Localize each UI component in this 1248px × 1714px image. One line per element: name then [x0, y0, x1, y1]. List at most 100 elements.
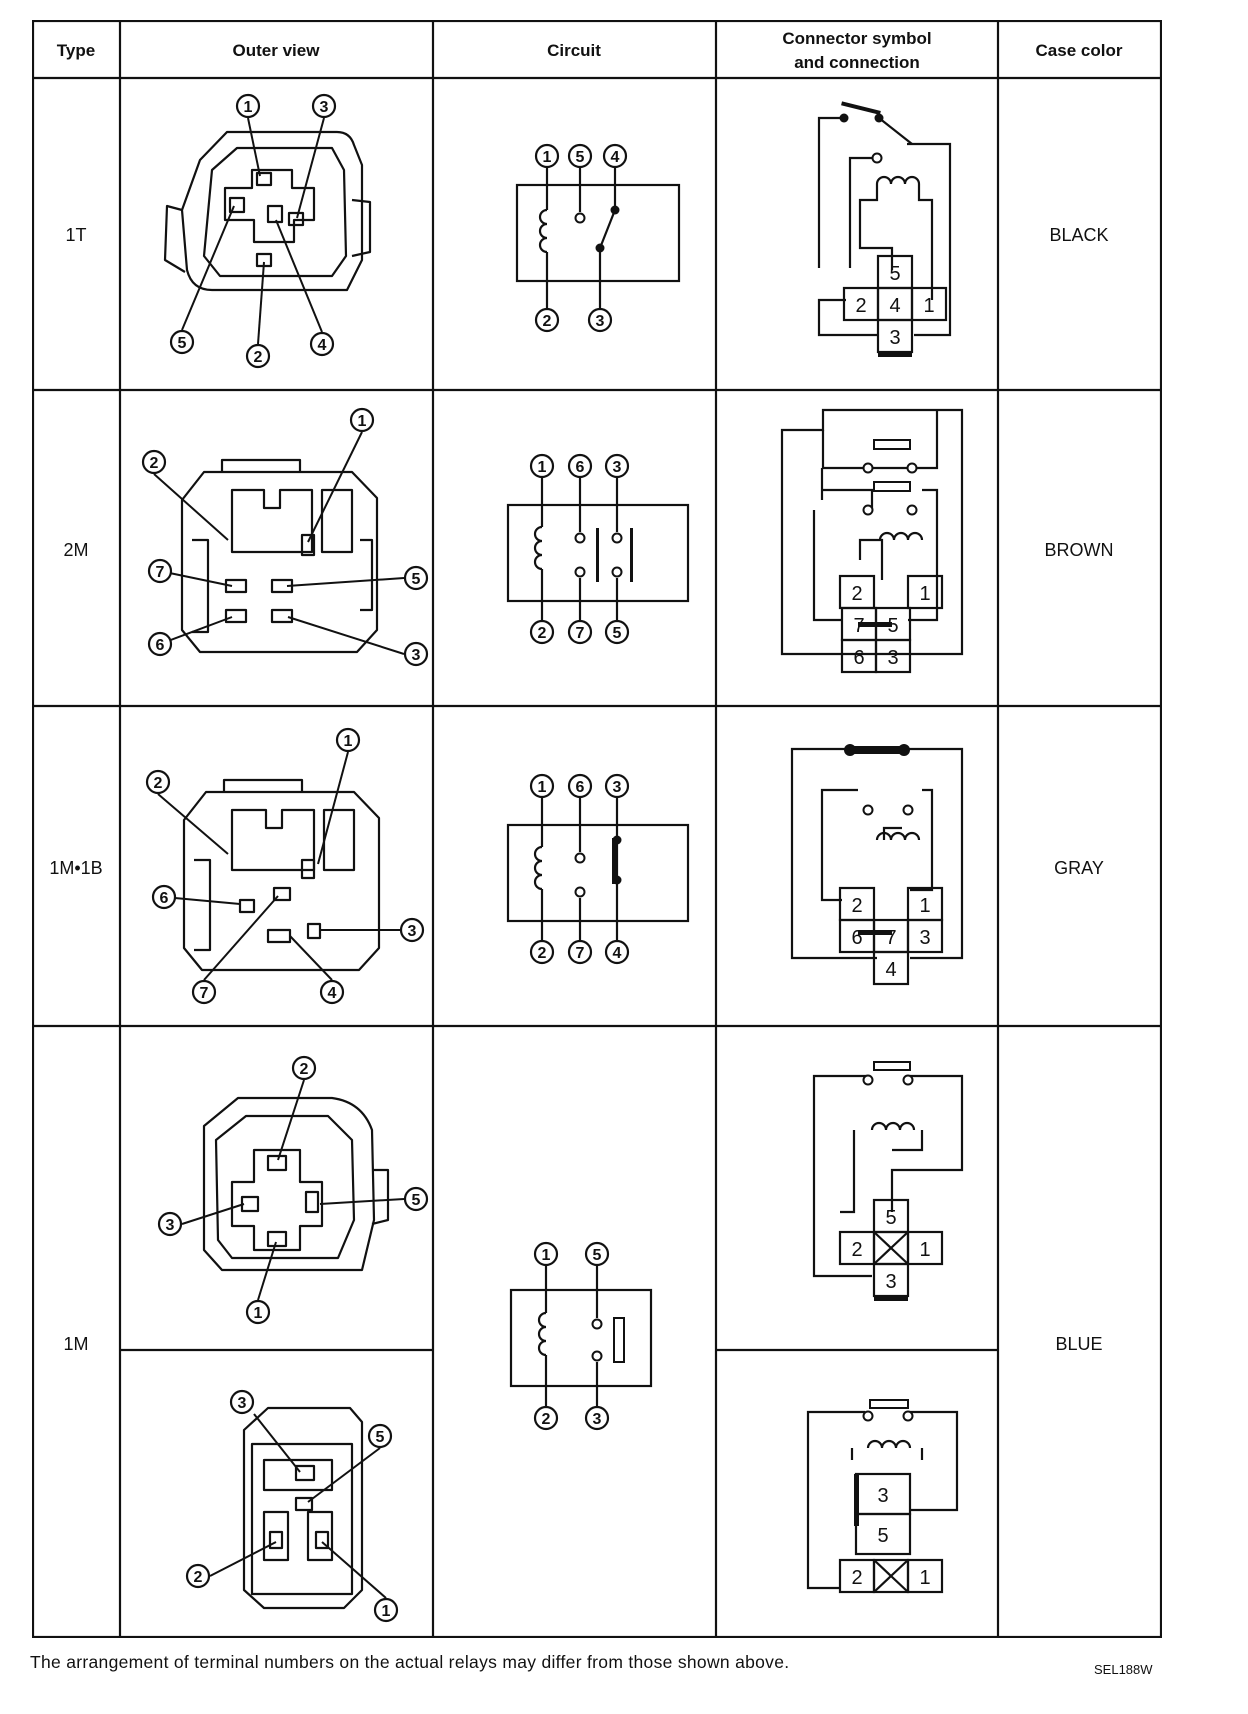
connector-cell-c1Mb-1: 1: [919, 1567, 930, 1589]
connector-cell-c1M1B-3: 3: [919, 927, 930, 949]
outer-view-1m1b: [157, 751, 400, 981]
connector-cell-c1Mb-2: 2: [851, 1567, 862, 1589]
outer-terminal-o1Mb-2: 2: [185, 1563, 211, 1589]
connector-cell-c2M-1: 1: [919, 583, 930, 605]
svg-text:5: 5: [576, 149, 585, 166]
circuit-terminal-t2M-1: 1: [529, 453, 555, 479]
connector-cell-c2M-7: 7: [853, 615, 864, 637]
header-outer-view: Outer view: [233, 41, 321, 60]
outer-terminal-o1Mb-3: 3: [229, 1389, 255, 1415]
svg-text:6: 6: [576, 779, 585, 796]
connector-cell-c1T-5: 5: [889, 263, 900, 285]
outer-terminal-o2M-2: 2: [141, 449, 167, 475]
circuit-terminal-t1M1B-7: 7: [567, 939, 593, 965]
svg-text:7: 7: [576, 945, 585, 962]
outer-terminal-o1M1B-2: 2: [145, 769, 171, 795]
svg-text:4: 4: [318, 337, 327, 354]
svg-text:1: 1: [538, 459, 547, 476]
circuit-terminal-t1M-5: 5: [584, 1241, 610, 1267]
header-connector-line1: Connector symbol: [782, 29, 931, 48]
circuit-terminal-t1M1B-2: 2: [529, 939, 555, 965]
outer-terminal-o1M1B-7: 7: [191, 979, 217, 1005]
connector-cell-c1M1B-1: 1: [919, 895, 930, 917]
row-color-black: BLACK: [1049, 225, 1108, 245]
svg-text:7: 7: [156, 564, 165, 581]
circuit-terminal-t1M1B-4: 4: [604, 939, 630, 965]
circuit-terminal-t2M-7: 7: [567, 619, 593, 645]
outer-terminal-o1M1B-4: 4: [319, 979, 345, 1005]
row-color-gray: GRAY: [1054, 858, 1104, 878]
outer-terminal-o1T-3: 3: [311, 93, 337, 119]
outer-terminal-o1M1B-3: 3: [399, 917, 425, 943]
connector-cell-c2M-2: 2: [851, 583, 862, 605]
circuit-terminal-t1M-2: 2: [533, 1405, 559, 1431]
row-type-1m: 1M: [63, 1334, 88, 1354]
svg-text:2: 2: [538, 625, 547, 642]
svg-text:3: 3: [593, 1411, 602, 1428]
outer-terminal-o1T-4: 4: [309, 331, 335, 357]
outer-terminal-o1M1B-6: 6: [151, 884, 177, 910]
outer-terminal-o2M-6: 6: [147, 631, 173, 657]
row-color-blue: BLUE: [1055, 1334, 1102, 1354]
outer-terminal-o1T-5: 5: [169, 329, 195, 355]
svg-text:7: 7: [200, 985, 209, 1002]
svg-text:3: 3: [320, 99, 329, 116]
svg-text:4: 4: [611, 149, 620, 166]
svg-text:1: 1: [543, 149, 552, 166]
outer-terminal-o2M-3: 3: [403, 641, 429, 667]
svg-text:3: 3: [613, 779, 622, 796]
svg-text:5: 5: [178, 335, 187, 352]
header-connector-line2: and connection: [794, 53, 920, 72]
caption: The arrangement of terminal numbers on t…: [30, 1652, 790, 1672]
circuit-terminal-t1T-3: 3: [587, 307, 613, 333]
outer-view-2m: [153, 431, 405, 655]
header-case-color: Case color: [1036, 41, 1123, 60]
circuit-terminal-t1M-3: 3: [584, 1405, 610, 1431]
circuit-terminal-t2M-2: 2: [529, 619, 555, 645]
circuit-terminal-t1T-4: 4: [602, 143, 628, 169]
svg-text:5: 5: [593, 1247, 602, 1264]
svg-text:1: 1: [254, 1305, 263, 1322]
outer-terminal-o1M1B-1: 1: [335, 727, 361, 753]
circuit-terminal-t1T-2: 2: [534, 307, 560, 333]
outer-terminal-o1T-2: 2: [245, 343, 271, 369]
circuit-terminal-t1T-5: 5: [567, 143, 593, 169]
svg-text:4: 4: [613, 945, 622, 962]
outer-terminal-o1Ma-5: 5: [403, 1186, 429, 1212]
svg-text:3: 3: [408, 923, 417, 940]
connector-cell-c1M1B-2: 2: [851, 895, 862, 917]
svg-text:2: 2: [300, 1061, 309, 1078]
svg-text:5: 5: [613, 625, 622, 642]
svg-text:5: 5: [376, 1429, 385, 1446]
svg-text:3: 3: [613, 459, 622, 476]
connector-cell-c1T-4: 4: [889, 295, 900, 317]
svg-text:2: 2: [150, 455, 159, 472]
connector-cell-c2M-6: 6: [853, 647, 864, 669]
svg-text:1: 1: [538, 779, 547, 796]
connector-cell-c2M-5: 5: [887, 615, 898, 637]
row-type-1t: 1T: [65, 225, 86, 245]
outer-terminal-o1T-1: 1: [235, 93, 261, 119]
outer-terminal-o2M-7: 7: [147, 558, 173, 584]
circuit-terminal-t1M1B-3: 3: [604, 773, 630, 799]
connector-cell-c1T-1: 1: [923, 295, 934, 317]
connector-cell-c1Ma-2: 2: [851, 1239, 862, 1261]
circuit-terminal-t2M-5: 5: [604, 619, 630, 645]
svg-text:5: 5: [412, 1192, 421, 1209]
outer-view-1m-b: [209, 1406, 387, 1610]
svg-text:3: 3: [596, 313, 605, 330]
svg-text:2: 2: [542, 1411, 551, 1428]
connector-cell-c1Mb-3: 3: [877, 1485, 888, 1507]
outer-terminal-o1Mb-1: 1: [373, 1597, 399, 1623]
outer-terminal-o1Ma-3: 3: [157, 1211, 183, 1237]
svg-text:2: 2: [254, 349, 263, 366]
svg-text:4: 4: [328, 985, 337, 1002]
svg-text:2: 2: [194, 1569, 203, 1586]
header-circuit: Circuit: [547, 41, 601, 60]
row-type-1m1b: 1M•1B: [49, 858, 102, 878]
svg-text:2: 2: [538, 945, 547, 962]
svg-text:1: 1: [542, 1247, 551, 1264]
circuit-terminal-t1T-1: 1: [534, 143, 560, 169]
connector-cell-c1Ma-3: 3: [885, 1271, 896, 1293]
svg-text:1: 1: [358, 413, 367, 430]
